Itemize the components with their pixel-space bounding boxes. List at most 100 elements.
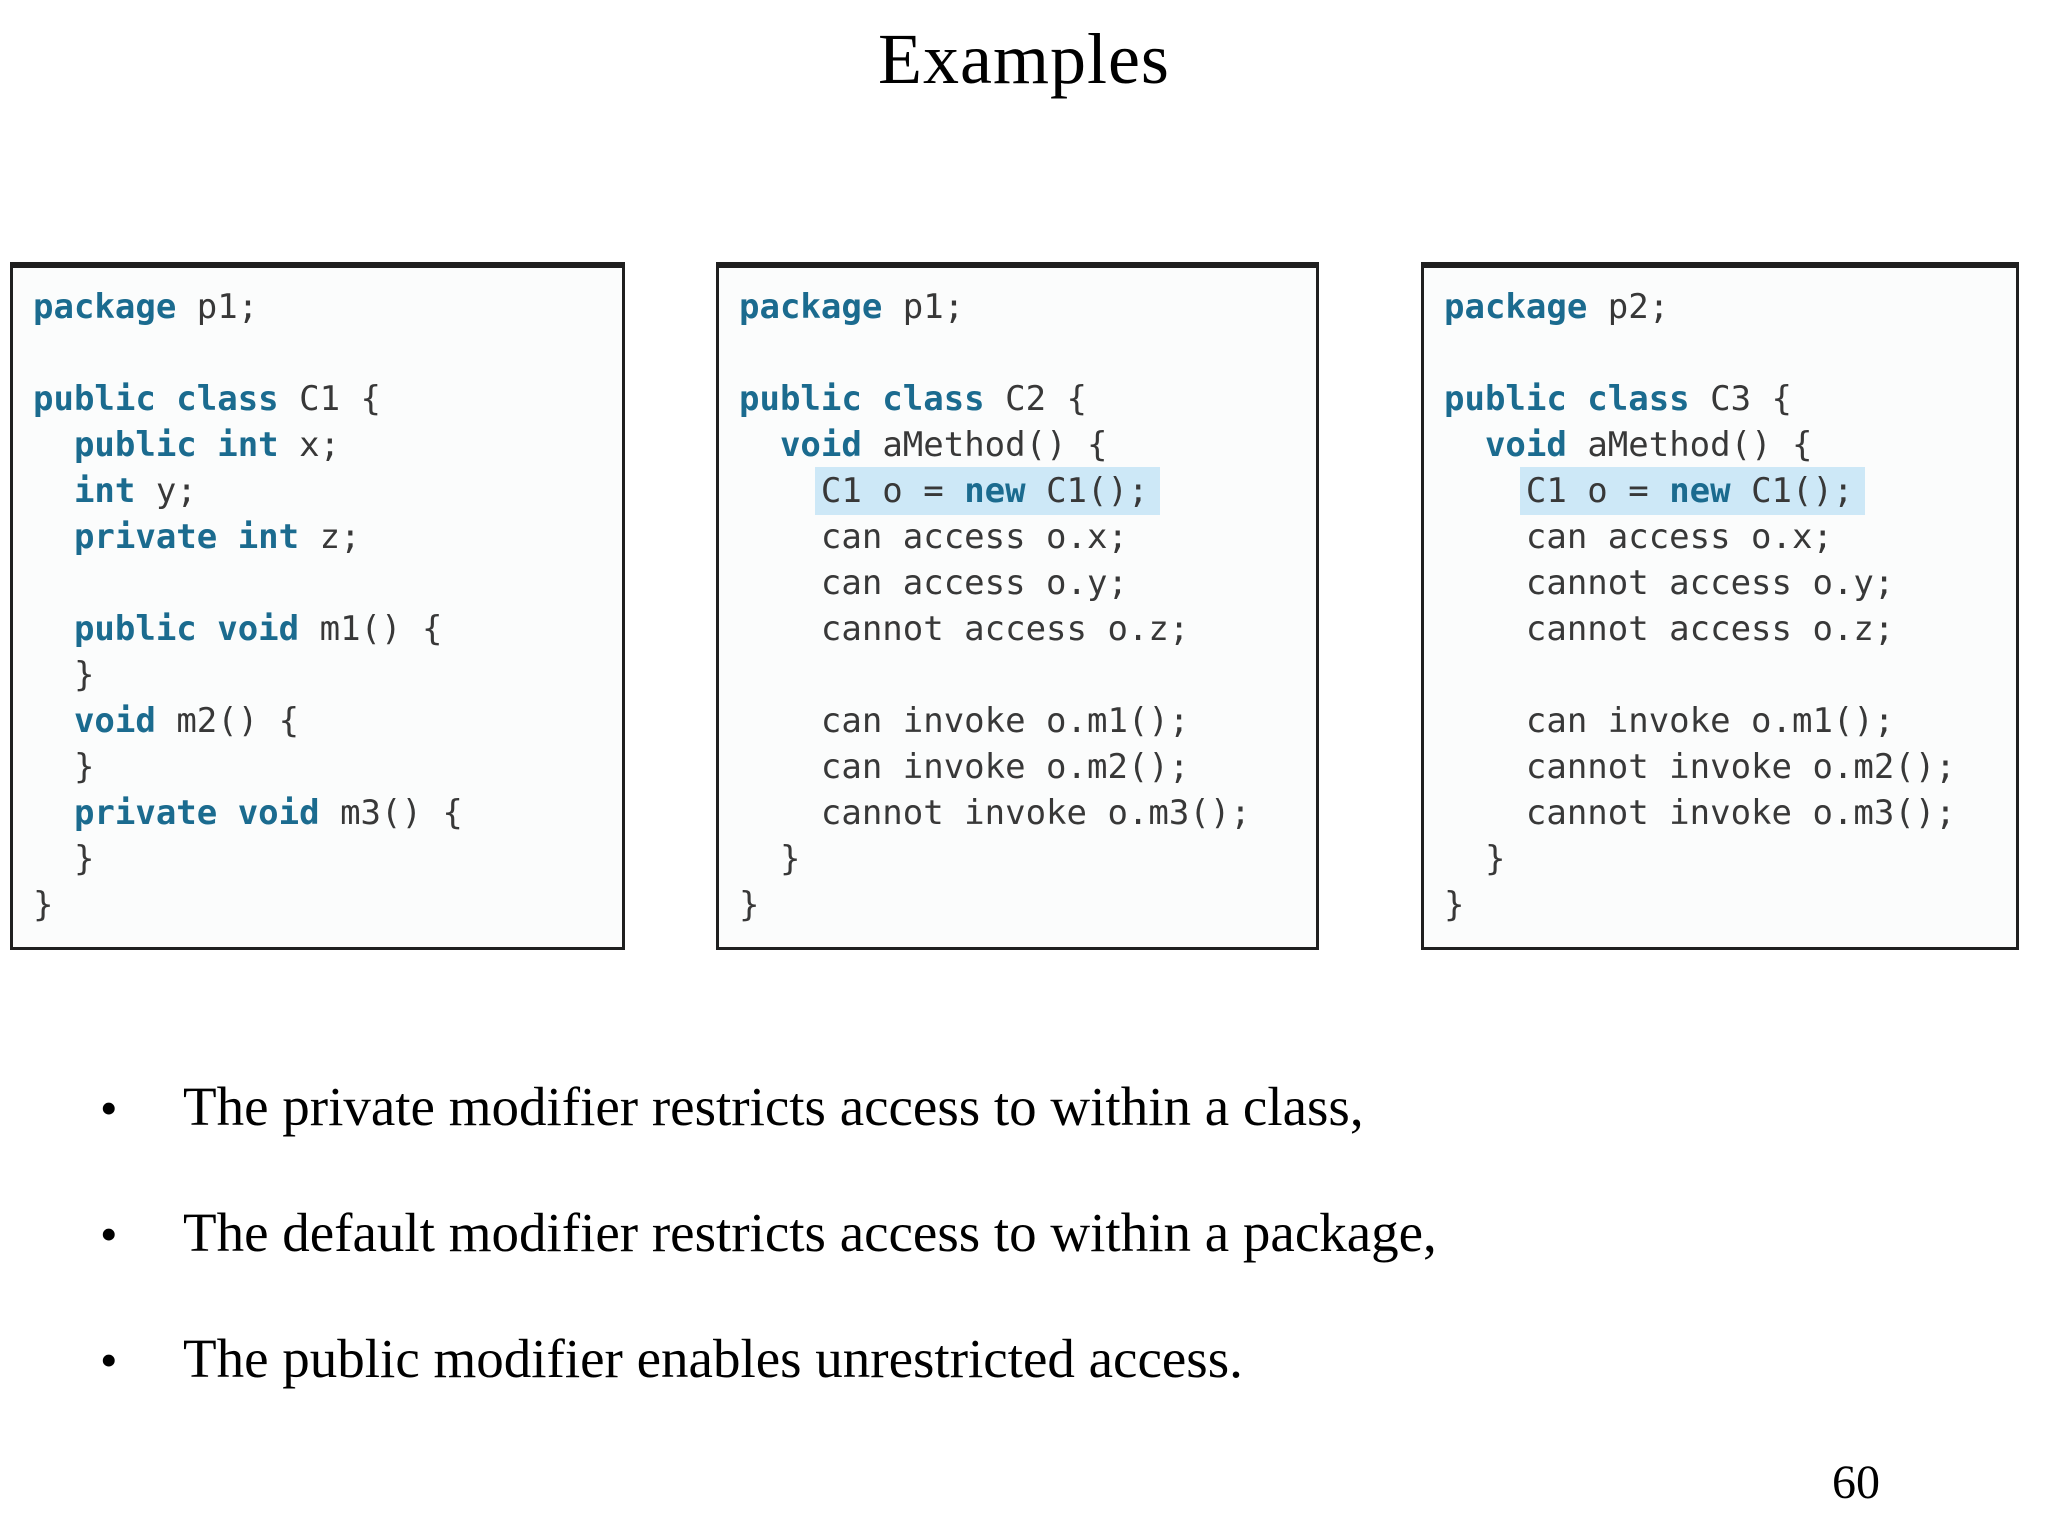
- code-keyword: package: [33, 287, 177, 327]
- code-text: C1();: [1025, 471, 1149, 511]
- code-keyword: private void: [73, 793, 320, 833]
- code-keyword: int: [73, 471, 136, 511]
- code-text: }: [73, 655, 95, 695]
- code-line: can invoke o.m1();: [739, 698, 1310, 744]
- code-line: can access o.x;: [1444, 514, 2010, 560]
- code-box-c1: package p1; public class C1 { public int…: [10, 262, 625, 950]
- code-line: package p2;: [1444, 284, 2010, 330]
- bullet-text: The private modifier restricts access to…: [183, 1076, 1364, 1137]
- bullet-text: The public modifier enables unrestricted…: [183, 1328, 1243, 1389]
- code-text: z;: [299, 517, 361, 557]
- code-line: private int z;: [33, 514, 616, 560]
- code-line: public class C2 {: [739, 376, 1310, 422]
- code-line: }: [33, 836, 616, 882]
- code-text: m2() {: [155, 701, 300, 741]
- code-line: public int x;: [33, 422, 616, 468]
- code-line: can invoke o.m2();: [739, 744, 1310, 790]
- code-text: can access o.y;: [820, 563, 1128, 603]
- code-text: x;: [278, 425, 341, 465]
- page-number: 60: [1832, 1456, 1880, 1509]
- code-line: cannot invoke o.m3();: [739, 790, 1310, 836]
- code-text: C1 o =: [1525, 471, 1670, 511]
- code-keyword: new: [964, 471, 1026, 511]
- code-keyword: void: [73, 701, 156, 741]
- code-text: can invoke o.m1();: [820, 701, 1190, 741]
- code-line: cannot access o.z;: [1444, 606, 2010, 652]
- code-text: y;: [135, 471, 197, 511]
- code-line: }: [739, 836, 1310, 882]
- code-text: }: [33, 885, 54, 925]
- code-text: can access o.x;: [820, 517, 1128, 557]
- code-keyword: public void: [73, 609, 300, 649]
- code-line: cannot access o.y;: [1444, 560, 2010, 606]
- code-line: private void m3() {: [33, 790, 616, 836]
- code-keyword: void: [1484, 425, 1567, 465]
- code-line: }: [33, 882, 616, 928]
- code-line: [739, 652, 1310, 698]
- code-keyword: new: [1669, 471, 1731, 511]
- code-line: }: [33, 652, 616, 698]
- code-line: [33, 560, 616, 606]
- bullet-list: The private modifier restricts access to…: [88, 1072, 1968, 1450]
- highlighted-code: C1 o = new C1();: [1519, 467, 1866, 515]
- code-line: void aMethod() {: [1444, 422, 2010, 468]
- code-box-c3: package p2; public class C3 { void aMeth…: [1421, 262, 2019, 950]
- code-text: cannot access o.z;: [820, 609, 1190, 649]
- bullet-item-public: The public modifier enables unrestricted…: [88, 1324, 1968, 1395]
- code-line: cannot invoke o.m2();: [1444, 744, 2010, 790]
- code-text: }: [1484, 839, 1506, 879]
- code-line: can access o.y;: [739, 560, 1310, 606]
- code-text: }: [779, 839, 801, 879]
- code-keyword: public class: [739, 379, 985, 419]
- code-text: C2 {: [984, 379, 1087, 419]
- highlighted-code: C1 o = new C1();: [814, 467, 1161, 515]
- code-text: can invoke o.m2();: [820, 747, 1190, 787]
- slide-title: Examples: [878, 19, 1170, 99]
- code-text: m1() {: [299, 609, 443, 649]
- code-line: void m2() {: [33, 698, 616, 744]
- code-line: package p1;: [739, 284, 1310, 330]
- code-keyword: public class: [1444, 379, 1690, 419]
- bullet-text: The default modifier restricts access to…: [183, 1202, 1437, 1263]
- code-text: C1 {: [278, 379, 381, 419]
- code-text: can access o.x;: [1525, 517, 1833, 557]
- code-text: cannot access o.y;: [1525, 563, 1895, 603]
- code-line: [1444, 652, 2010, 698]
- bullet-item-private: The private modifier restricts access to…: [88, 1072, 1968, 1143]
- code-text: C1();: [1730, 471, 1854, 511]
- code-line: [739, 330, 1310, 376]
- code-line: can invoke o.m1();: [1444, 698, 2010, 744]
- code-line: [33, 330, 616, 376]
- code-text: }: [739, 885, 760, 925]
- code-text: C1 o =: [820, 471, 965, 511]
- code-line: }: [1444, 882, 2010, 928]
- code-line: public class C3 {: [1444, 376, 2010, 422]
- code-keyword: package: [739, 287, 883, 327]
- code-text: }: [73, 747, 95, 787]
- code-text: can invoke o.m1();: [1525, 701, 1895, 741]
- code-text: p1;: [882, 287, 965, 327]
- code-line: }: [739, 882, 1310, 928]
- code-line: package p1;: [33, 284, 616, 330]
- code-text: C3 {: [1689, 379, 1792, 419]
- code-line: C1 o = new C1();: [739, 467, 1310, 515]
- code-line: cannot access o.z;: [739, 606, 1310, 652]
- code-line: public void m1() {: [33, 606, 616, 652]
- code-text: aMethod() {: [1566, 425, 1813, 465]
- code-line: }: [33, 744, 616, 790]
- code-line: [1444, 330, 2010, 376]
- code-text: cannot access o.z;: [1525, 609, 1895, 649]
- code-line: void aMethod() {: [739, 422, 1310, 468]
- code-keyword: package: [1444, 287, 1588, 327]
- code-keyword: public int: [73, 425, 279, 465]
- code-text: aMethod() {: [861, 425, 1108, 465]
- code-line: C1 o = new C1();: [1444, 467, 2010, 515]
- code-line: }: [1444, 836, 2010, 882]
- code-text: }: [73, 839, 95, 879]
- code-text: cannot invoke o.m3();: [1525, 793, 1956, 833]
- code-keyword: void: [779, 425, 862, 465]
- code-line: cannot invoke o.m3();: [1444, 790, 2010, 836]
- code-text: m3() {: [319, 793, 463, 833]
- code-text: p1;: [176, 287, 259, 327]
